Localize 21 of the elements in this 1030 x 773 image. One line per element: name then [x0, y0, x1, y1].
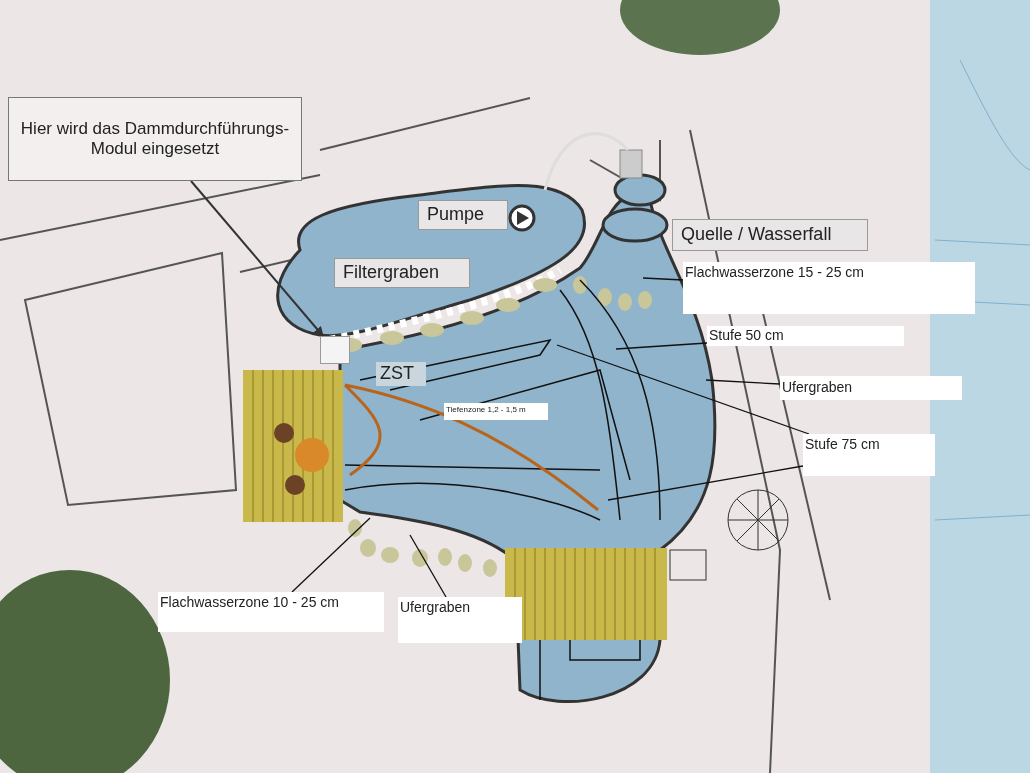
callout-label: Ufergraben	[780, 376, 962, 400]
leader-line	[615, 342, 708, 350]
callout-label: Ufergraben	[398, 597, 522, 643]
leader-line	[642, 277, 684, 281]
depth-label: Tiefenzone 1,2 - 1,5 m	[444, 403, 548, 420]
callout-box: Hier wird das Dammdurchführungs-Modul eingesetzt	[8, 97, 302, 181]
leader-line	[556, 344, 810, 435]
pond-label: Filtergraben	[334, 258, 470, 288]
callout-label: Stufe 50 cm	[707, 326, 904, 346]
callout-label: Flachwasserzone 10 - 25 cm	[158, 592, 384, 632]
leader-line	[291, 517, 371, 593]
dam-module-block	[320, 336, 350, 364]
leader-line	[607, 465, 804, 501]
leader-line	[705, 379, 781, 385]
pond-label: ZST	[376, 362, 426, 386]
pond-label: Pumpe	[418, 200, 508, 230]
arrow	[190, 180, 324, 337]
callout-label: Stufe 75 cm	[803, 434, 935, 476]
pond-label: Quelle / Wasserfall	[672, 219, 868, 251]
leader-line	[409, 534, 447, 598]
callout-label: Flachwasserzone 15 - 25 cm	[683, 262, 975, 314]
